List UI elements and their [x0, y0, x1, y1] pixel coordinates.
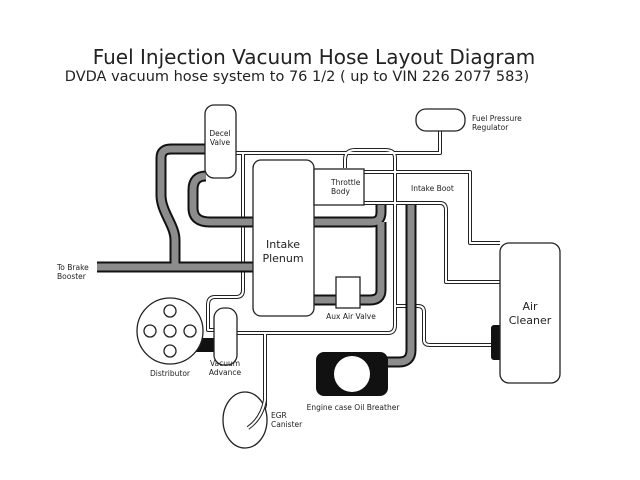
air-cleaner-label: Air: [522, 300, 538, 313]
intake-plenum-label: Intake: [266, 238, 300, 251]
vacuum-advance-label: Vacuum: [210, 359, 240, 368]
throttle-body-label: Throttle: [330, 178, 361, 187]
egr-canister-label: EGR: [271, 411, 287, 420]
aux-air-valve-hose: [313, 222, 385, 304]
vacuum-advance: [213, 307, 238, 366]
decel-valve-label: Valve: [210, 138, 231, 147]
hose-decel-to-fpr: [236, 131, 442, 155]
throttle-body: [313, 168, 365, 206]
hose-to-vacuum-advance: [206, 153, 245, 332]
decel-valve-hose-lower: [189, 172, 385, 226]
vacuum-advance-label: Advance: [209, 368, 242, 377]
diagram-subtitle: DVDA vacuum hose system to 76 1/2 ( up t…: [65, 69, 529, 85]
throttle-body-label: Body: [331, 187, 350, 196]
brake-booster-label: To Brake: [56, 263, 89, 272]
intake-plenum: [252, 159, 315, 317]
decel-valve-hose-upper: [157, 145, 206, 267]
distributor: [136, 297, 204, 365]
oil-breather-cap: [334, 356, 370, 392]
air-cleaner: [499, 242, 561, 384]
aux-air-valve: [335, 276, 361, 309]
brake-booster-label: Booster: [57, 272, 87, 281]
air-cleaner-label: Cleaner: [509, 314, 552, 327]
distributor-label: Distributor: [150, 369, 191, 378]
decel-valve: [204, 104, 237, 179]
intake-boot-label: Intake Boot: [411, 184, 454, 193]
oil-breather-hose: [386, 205, 415, 366]
fpr-label: Fuel Pressure: [472, 114, 522, 123]
oil-breather-label: Engine case Oil Breather: [307, 403, 401, 412]
fuel-pressure-regulator: [415, 108, 466, 132]
aux-air-valve-label: Aux Air Valve: [326, 312, 376, 321]
thick-hoses: [97, 143, 417, 368]
egr-canister: [222, 391, 268, 449]
egr-canister-label: Canister: [271, 420, 303, 429]
diagram-title: Fuel Injection Vacuum Hose Layout Diagra…: [93, 45, 536, 69]
fpr-label: Regulator: [472, 123, 509, 132]
intake-plenum-label: Plenum: [262, 252, 303, 265]
decel-valve-label: Decel: [209, 129, 230, 138]
